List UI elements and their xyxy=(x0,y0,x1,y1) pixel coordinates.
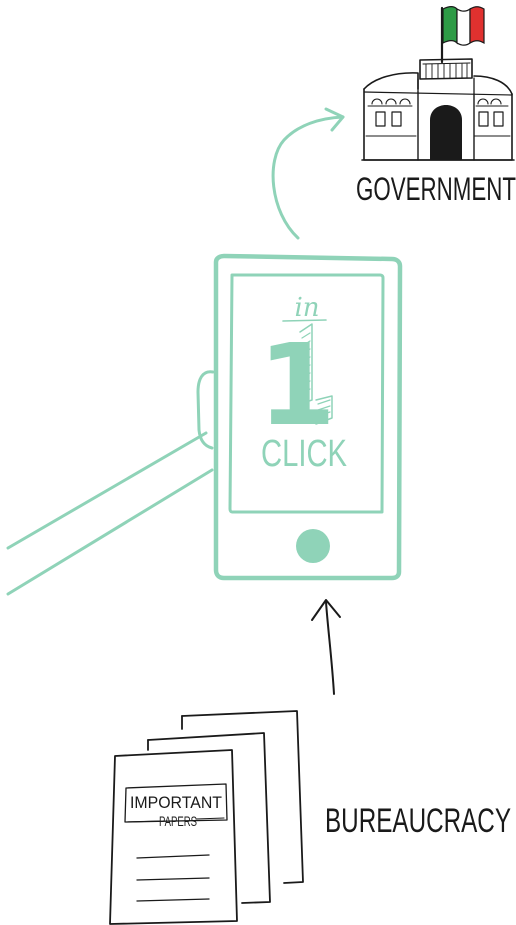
papers-title-line1: IMPORTANT xyxy=(130,793,222,812)
government-label: GOVERNMENT xyxy=(356,171,516,207)
phone-number: 1 xyxy=(258,321,336,451)
italian-flag-icon xyxy=(443,7,484,46)
doorway xyxy=(430,105,462,160)
phone-prefix: in xyxy=(294,293,319,323)
arrow-from-bureaucracy xyxy=(312,600,340,694)
government-building-icon xyxy=(362,7,514,160)
bureaucracy-label: BUREAUCRACY xyxy=(325,802,511,840)
front-paper xyxy=(110,750,237,924)
arm-holding-phone xyxy=(8,372,213,594)
arrow-to-government xyxy=(273,109,343,238)
papers-stack-icon xyxy=(110,711,303,924)
home-button xyxy=(296,529,330,563)
papers-title-line2: PAPERS xyxy=(159,813,197,829)
phone-action: CLICK xyxy=(261,433,347,475)
